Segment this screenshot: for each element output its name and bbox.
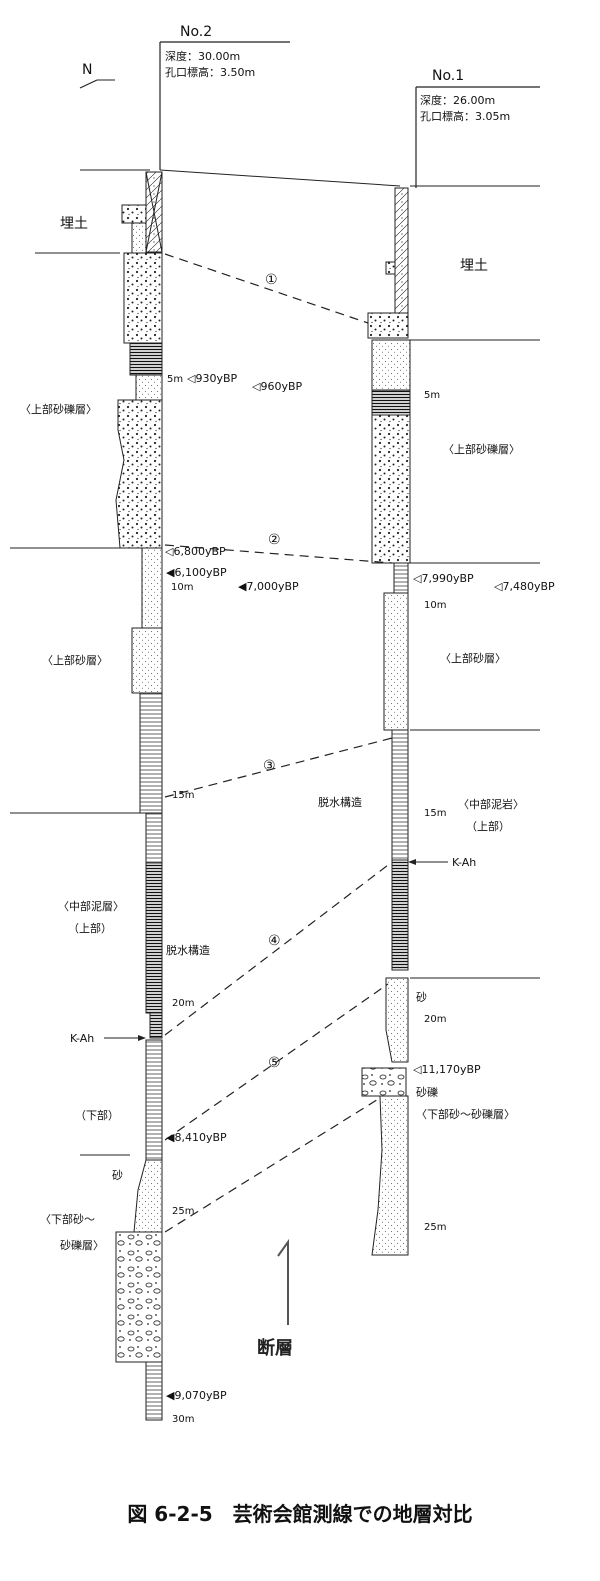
no2-date-8410: ◀8,410yBP [166,1131,227,1144]
no2-label-dewater: 脱水構造 [166,943,210,957]
layer-labels-no2: 埋土 〈上部砂礫層〉 〈上部砂層〉 〈中部泥層〉 （上部） （下部） 砂 〈下部… [20,216,210,1252]
no1-label-upper-gravel: 〈上部砂礫層〉 [443,442,520,456]
no1-tick-5m: 5m [424,390,440,401]
correlation-3: ③ [263,758,276,774]
no1-tick-15m: 15m [424,808,446,819]
no1-label-fill: 埋土 [460,258,488,274]
no2-label-upper-gravel: 〈上部砂礫層〉 [20,402,97,416]
no2-tick-25m: 25m [172,1206,194,1217]
no1-date-7480: ◁7,480yBP [494,580,555,593]
fault-marker: 断層 [257,1238,293,1359]
dates-no1: ◁7,990yBP ◁7,480yBP ◁11,170yBP [413,572,555,1076]
depth-axis-no1: 5m 10m 15m 20m 25m [424,390,446,1233]
no2-label-lower-part: （下部） [75,1108,119,1122]
no1-label-middle-mud: 〈中部泥岩〉 [458,797,524,811]
north-arrow: N [79,62,115,89]
no1-tick-10m: 10m [424,600,446,611]
borehole-header-no2: No.2 深度：30.00m 孔口標高：3.50m [159,24,290,170]
correlation-labels: ① ② ③ ④ ⑤ [263,272,281,1071]
borehole-header-no1: No.1 深度：26.00m 孔口標高：3.05m [415,68,540,188]
no2-label-lower-gravel-2: 砂礫層〉 [60,1238,104,1252]
no2-tick-5m: 5m [167,374,183,385]
no1-label-upper-part: （上部） [466,819,510,833]
no2-date-6100: ◀6,100yBP [166,566,227,579]
no2-depth: 深度：30.00m [165,49,240,63]
no1-label-gravel: 砂礫 [416,1085,438,1099]
no1-date-7990: ◁7,990yBP [413,572,474,585]
correlation-1: ① [265,272,278,288]
layer-boundaries [10,169,540,1156]
no2-elevation: 孔口標高：3.50m [165,65,255,79]
correlation-lines [164,253,393,1233]
no2-tick-20m: 20m [172,998,194,1009]
no2-label-fill: 埋土 [60,216,88,232]
no1-label-dewater: 脱水構造 [318,795,362,809]
no2-date-9070: ◀9,070yBP [166,1389,227,1402]
no1-tick-20m: 20m [424,1014,446,1025]
no1-label-sand: 砂 [416,991,427,1004]
layer-labels-no1: 埋土 〈上部砂礫層〉 〈上部砂層〉 〈中部泥岩〉 （上部） 脱水構造 K-Ah … [318,258,524,1121]
no2-date-7000: ◀7,000yBP [238,580,299,593]
no2-date-930: ◁930yBP [187,372,238,385]
no2-name: No.2 [180,24,212,40]
no2-label-kah: K-Ah [70,1032,94,1045]
figure-title: 図 6-2-5 芸術会館測線での地層対比 [127,1502,472,1526]
dates-no2: ◁930yBP ◁960yBP ◁6,800yBP ◀6,100yBP ◀7,0… [165,372,303,1402]
no2-label-sand: 砂 [112,1169,123,1182]
no2-label-middle-mud: 〈中部泥層〉 [58,899,124,913]
no2-date-960: ◁960yBP [252,380,303,393]
correlation-4: ④ [268,933,281,949]
no2-label-upper-part: （上部） [68,921,112,935]
no1-elevation: 孔口標高：3.05m [420,109,510,123]
borehole-column-no2 [115,171,163,1421]
no2-tick-10m: 10m [171,582,193,593]
no2-date-6800: ◁6,800yBP [165,545,226,558]
no1-name: No.1 [432,68,464,84]
fault-label: 断層 [257,1337,293,1359]
no1-label-upper-sand: 〈上部砂層〉 [440,651,506,665]
correlation-2: ② [268,532,281,548]
no1-date-11170: ◁11,170yBP [413,1063,481,1076]
no2-label-lower-gravel-1: 〈下部砂～ [40,1212,95,1226]
no1-depth: 深度：26.00m [420,93,495,107]
no2-tick-30m: 30m [172,1414,194,1425]
correlation-5: ⑤ [268,1055,281,1071]
no2-label-upper-sand: 〈上部砂層〉 [42,653,108,667]
depth-axis-no2: 5m 10m 15m 20m 25m 30m [167,374,194,1425]
no1-label-kah: K-Ah [452,856,476,869]
no2-tick-15m: 15m [172,790,194,801]
north-label: N [82,62,92,78]
no1-label-lower-gravel: 〈下部砂～砂礫層〉 [416,1107,515,1121]
no1-tick-25m: 25m [424,1222,446,1233]
borehole-column-no1 [361,187,411,1256]
